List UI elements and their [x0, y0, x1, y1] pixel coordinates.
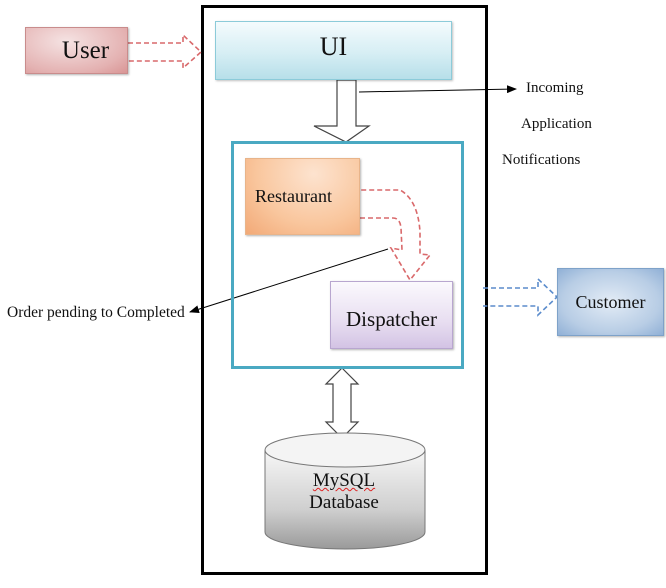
ui-label: UI: [319, 31, 348, 61]
dispatcher-label: Dispatcher: [346, 306, 437, 331]
system-db-double-arrow: [324, 367, 360, 439]
database-label-line1: MySQL: [312, 470, 376, 491]
system-boundary: [201, 5, 488, 575]
system-to-customer-arrow: [483, 277, 559, 317]
database-cylinder: [264, 432, 426, 550]
database-label: MySQL Database: [264, 470, 424, 514]
user-to-ui-arrow: [128, 33, 203, 70]
application-label: Application: [521, 116, 592, 132]
ui-to-system-arrow: [313, 79, 371, 143]
processing-container: [231, 141, 464, 369]
order-status-label: Order pending to Completed: [7, 304, 185, 321]
incoming-label: Incoming: [526, 80, 584, 96]
notifications-label: Notifications: [502, 152, 581, 168]
dispatcher-node: Dispatcher: [330, 281, 453, 349]
order-status-line: [189, 248, 389, 314]
customer-node: Customer: [557, 268, 664, 336]
database-label-line2: Database: [309, 492, 379, 513]
user-node: User: [25, 27, 128, 74]
user-label: User: [61, 36, 110, 64]
restaurant-label: Restaurant: [255, 186, 332, 206]
ui-node: UI: [215, 21, 452, 80]
restaurant-to-dispatcher-arrow: [360, 189, 432, 282]
restaurant-node: Restaurant: [245, 158, 360, 235]
notifications-line: [358, 85, 517, 94]
customer-label: Customer: [575, 291, 646, 312]
